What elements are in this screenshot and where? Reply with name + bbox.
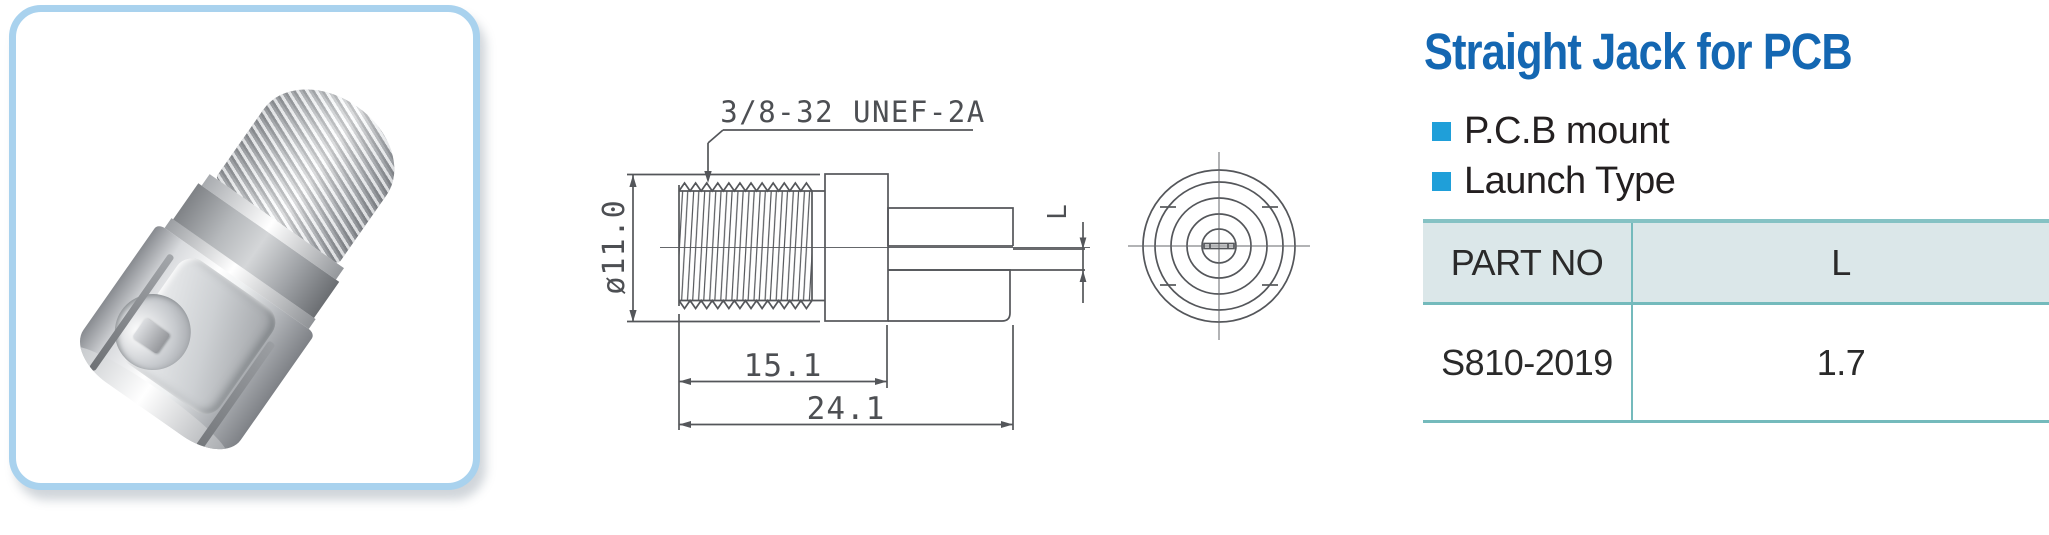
thread-length-label: 15.1 [744, 348, 823, 384]
rear-body [887, 207, 1014, 322]
dimension-overall-length: 24.1 [679, 325, 1014, 430]
end-view [1128, 152, 1310, 340]
thread-callout: 3/8-32 UNEF-2A [704, 95, 985, 183]
pin-length-label: L [1043, 204, 1073, 220]
column-header-l: L [1631, 219, 2049, 305]
dimension-diameter: ø11.0 [597, 173, 820, 323]
dimension-pin-length: L [1043, 204, 1087, 303]
center-pin [888, 248, 1085, 271]
page-title: Straight Jack for PCB [1424, 23, 1853, 80]
end-view-pin-slot [1203, 242, 1235, 250]
side-view [660, 173, 1090, 322]
overall-length-label: 24.1 [807, 391, 886, 427]
feature-item-launch-type: Launch Type [1432, 156, 1676, 206]
spec-table: PART NO L S810-2019 1.7 [1423, 219, 2049, 423]
feature-list: P.C.B mount Launch Type [1432, 106, 1676, 206]
feature-label: P.C.B mount [1464, 109, 1670, 152]
square-bullet-icon [1432, 121, 1451, 141]
feature-item-pcb-mount: P.C.B mount [1432, 106, 1675, 156]
column-header-part-no: PART NO [1423, 219, 1632, 305]
product-photo-frame [9, 5, 480, 490]
feature-label: Launch Type [1464, 159, 1676, 202]
thread-section [678, 181, 825, 310]
flange [824, 173, 889, 322]
thread-callout-label: 3/8-32 UNEF-2A [720, 95, 985, 129]
cell-part-no: S810-2019 [1423, 303, 1632, 423]
cell-l-value: 1.7 [1631, 303, 2049, 423]
dimension-thread-length: 15.1 [678, 314, 888, 430]
leader-arrow [704, 171, 712, 183]
spec-table-data-row: S810-2019 1.7 [1423, 303, 2049, 423]
square-bullet-icon [1432, 171, 1451, 191]
diameter-label: ø11.0 [597, 199, 632, 294]
spec-table-header-row: PART NO L [1423, 219, 2049, 305]
